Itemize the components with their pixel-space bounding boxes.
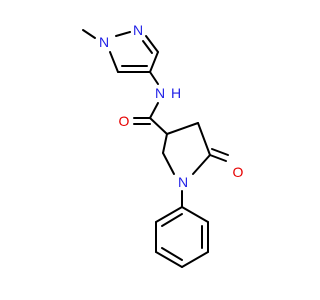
atom-amide-o: O: [119, 113, 130, 129]
bond-c3-n2-inner: [142, 40, 153, 54]
bond-c4-c3: [149, 51, 159, 73]
bond-lactam-o-2: [211, 148, 229, 156]
atom-amide-h: H: [171, 85, 181, 101]
bond-c2-c3: [162, 133, 168, 154]
bond-c4-amide-n: [149, 71, 159, 85]
bond-n1-c2: [162, 152, 175, 175]
bond-methyl-n1-c: [82, 29, 96, 39]
bond-ph-inner-3: [161, 213, 183, 227]
bond-lactam-o-1: [209, 154, 227, 162]
bond-ph-4: [155, 251, 183, 268]
atom-lactam-n: N: [178, 174, 188, 190]
bond-c3-n2: [145, 35, 159, 53]
bond-c3-c4: [166, 122, 199, 135]
molecule-canvas: N N N H O N O: [82, 22, 244, 268]
bond-ph-1: [181, 206, 209, 223]
bond-ph-inner-2: [161, 247, 183, 261]
atom-lactam-o: O: [233, 164, 244, 180]
bond-ph-3: [181, 251, 209, 268]
bond-carbonyl-c3: [149, 117, 168, 135]
atom-n2-pyrazole: N: [133, 22, 143, 38]
bond-ph-6: [155, 206, 183, 223]
atom-amide-n: N: [155, 85, 165, 101]
atom-n1-pyrazole: N: [99, 34, 109, 50]
structure-diagram: N N N H O N O: [82, 22, 244, 268]
bond-n1-c5-c: [109, 51, 119, 73]
bond-c5-n1: [192, 154, 211, 175]
bond-amide-n-carbonyl: [149, 102, 159, 119]
bond-c4-c5: [197, 122, 211, 156]
bond-n2-n1: [115, 31, 131, 37]
